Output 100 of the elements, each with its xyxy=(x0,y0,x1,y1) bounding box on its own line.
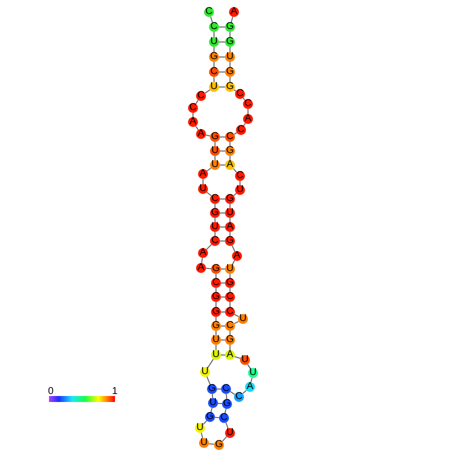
backbone-line xyxy=(233,192,237,196)
backbone-line xyxy=(222,436,228,442)
backbone-line xyxy=(195,100,199,104)
base-pair-line xyxy=(218,26,226,28)
nucleotide-circle: U xyxy=(200,367,210,377)
nucleotide-circle: G xyxy=(225,37,235,47)
nucleotide-circle: U xyxy=(235,185,245,195)
base-pair-line xyxy=(220,296,226,298)
backbone-line xyxy=(206,376,211,385)
nucleotide-circle: C xyxy=(236,125,246,135)
nucleotide-circle: U xyxy=(199,438,209,448)
backbone-line xyxy=(206,168,212,172)
backbone-line xyxy=(195,126,199,130)
backbone-line xyxy=(242,390,247,394)
backbone-line xyxy=(230,16,234,23)
nucleotide-circle: A xyxy=(225,222,235,232)
nucleotide-circle: G xyxy=(225,335,235,345)
nucleotide-circle: A xyxy=(243,114,253,124)
backbone-line xyxy=(202,178,204,184)
nucleotide-circle: U xyxy=(210,222,220,232)
nucleotide-circle: C xyxy=(210,236,220,246)
nucleotide-circle: G xyxy=(225,82,235,92)
base-pair-line xyxy=(216,388,222,390)
backbone-line xyxy=(224,408,226,414)
nucleotide-circle: C xyxy=(219,413,229,423)
nucleotide-circle: U xyxy=(211,350,221,360)
backbone-line xyxy=(207,358,214,368)
backbone-line xyxy=(214,142,216,146)
nucleotide-circle: G xyxy=(225,22,235,32)
nucleotide-circle: G xyxy=(222,399,232,409)
scale-tick-label: 0 xyxy=(48,386,54,397)
nucleotide-circle: C xyxy=(211,278,221,288)
backbone-line xyxy=(202,420,208,425)
nucleotide-circle: C xyxy=(235,171,245,181)
nucleotide-circle: C xyxy=(209,22,219,32)
nucleotide-circle: A xyxy=(196,129,206,139)
backbone-line xyxy=(201,258,203,264)
nucleotide-circle: U xyxy=(210,160,220,170)
nucleotide-circle: A xyxy=(225,350,235,360)
backbone-line xyxy=(214,204,216,208)
backbone-line xyxy=(232,168,238,173)
nucleotide-circle: A xyxy=(188,117,198,127)
nucleotide-circle: G xyxy=(211,307,221,317)
nucleotide-circle: G xyxy=(211,292,221,302)
nucleotide-circle: C xyxy=(225,321,235,331)
backbone-line xyxy=(214,232,216,236)
nucleotide-circle: G xyxy=(209,52,219,62)
nucleotide-circle: C xyxy=(209,67,219,77)
nucleotide-circle: G xyxy=(225,236,235,246)
backbone-line xyxy=(192,112,194,118)
backbone-line xyxy=(206,192,212,196)
base-pair-line xyxy=(220,198,226,200)
nucleotide-circle: G xyxy=(225,67,235,77)
backbone-line xyxy=(204,89,210,94)
backbone-line xyxy=(212,394,214,398)
backbone-line xyxy=(214,156,216,160)
base-pair-line xyxy=(220,150,226,152)
nucleotide-circle: G xyxy=(210,208,220,218)
nucleotide-circle: C xyxy=(204,7,214,17)
nucleotide-circle: A xyxy=(196,263,206,273)
backbone-line xyxy=(206,244,212,250)
nucleotide-circle: C xyxy=(188,103,198,113)
nucleotide-circle: U xyxy=(238,314,248,324)
base-pair-line xyxy=(220,136,226,138)
scale-tick-label: 1 xyxy=(112,386,118,397)
base-pair-line xyxy=(220,212,226,214)
nucleotide-circle: U xyxy=(195,423,205,433)
nucleotide-circle: U xyxy=(198,184,208,194)
nucleotide-circle: U xyxy=(211,335,221,345)
base-pair-line xyxy=(220,282,226,284)
backbone-line xyxy=(210,16,213,23)
nucleotide-circle: C xyxy=(210,194,220,204)
nucleotide-circle: U xyxy=(209,37,219,47)
base-pair-line xyxy=(220,164,226,166)
base-pair-line xyxy=(220,226,226,228)
backbone-line xyxy=(208,443,214,445)
nucleotide-circle: U xyxy=(225,264,235,274)
base-pair-line xyxy=(218,86,226,88)
backbone-line xyxy=(242,97,246,101)
nucleotide-circle: U xyxy=(240,355,250,365)
backbone-line xyxy=(200,432,204,439)
nucleotide-circle: G xyxy=(225,278,235,288)
nucleotide-circle: C xyxy=(243,99,253,109)
base-pair-line xyxy=(220,268,226,270)
nucleotide-circle: G xyxy=(225,146,235,156)
nucleotide-circle: G xyxy=(214,440,224,450)
nucleotide-circle: U xyxy=(209,82,219,92)
nucleotide-circle: C xyxy=(221,384,231,394)
nucleotide-circle: G xyxy=(225,194,235,204)
nucleotide-circle: A xyxy=(229,7,239,17)
backbone-line xyxy=(250,377,252,383)
backbone-line xyxy=(206,268,212,270)
nucleotide-circle: U xyxy=(225,428,235,438)
backbone-line xyxy=(226,394,228,400)
base-pair-line xyxy=(220,354,226,356)
nucleotide-circle: U xyxy=(210,146,220,156)
base-pair-line xyxy=(220,240,226,242)
nucleotide-circle: G xyxy=(211,264,221,274)
nucleotide-circle: A xyxy=(245,382,255,392)
nucleotide-circle: U xyxy=(225,52,235,62)
